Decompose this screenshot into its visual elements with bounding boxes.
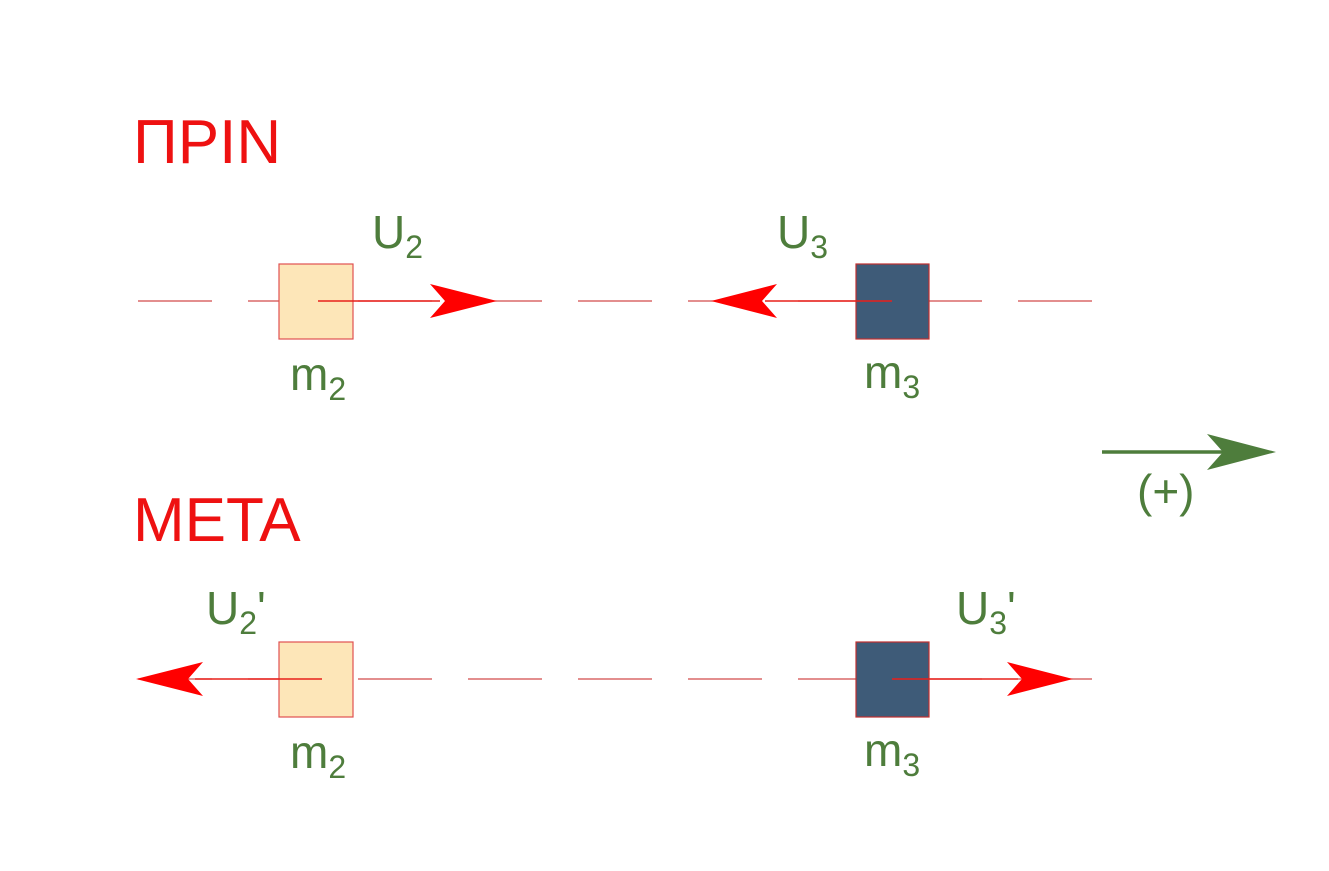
positive-direction-label: (+) xyxy=(1137,465,1195,517)
before-title: ΠΡΙΝ xyxy=(133,108,281,177)
after-u2-arrowhead xyxy=(136,662,203,696)
before-u3-label: U3 xyxy=(777,206,828,265)
before-m3-label: m3 xyxy=(864,346,920,405)
positive-direction-arrowhead xyxy=(1207,434,1276,470)
before-u3-arrowhead xyxy=(711,284,777,318)
before-u2-label: U2 xyxy=(372,206,423,265)
after-title: ΜΕΤΑ xyxy=(133,486,301,555)
after-u3-arrowhead xyxy=(1007,662,1073,696)
before-m2-label: m2 xyxy=(290,348,346,407)
after-m2-label: m2 xyxy=(290,726,346,785)
after-m3-label: m3 xyxy=(864,724,920,783)
after-u3-label: U3' xyxy=(956,582,1016,641)
before-u2-arrowhead xyxy=(430,284,497,318)
after-u2-label: U2' xyxy=(206,582,266,641)
